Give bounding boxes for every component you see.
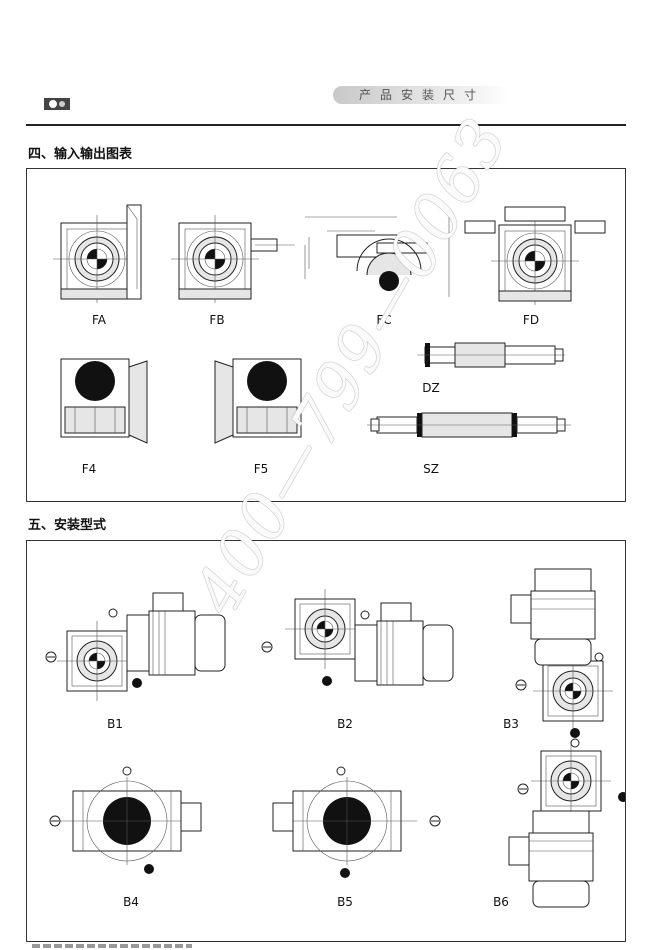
label-sz: SZ [423, 462, 439, 476]
io-chart-panel: FA FB FC FD F4 F5 DZ SZ [26, 168, 626, 502]
diagram-b4 [49, 766, 202, 874]
header-banner-text: 产品安装尺寸 [359, 88, 486, 102]
footer-dash [32, 944, 192, 948]
label-f4: F4 [81, 462, 97, 476]
label-f5: F5 [253, 462, 269, 476]
label-b3: B3 [503, 717, 519, 731]
section-title-mounting: 五、安装型式 [28, 518, 107, 533]
label-b6: B6 [493, 895, 509, 909]
label-b4: B4 [123, 895, 139, 909]
label-fa: FA [91, 313, 106, 327]
diagram-fc [304, 211, 450, 297]
header-rule [26, 124, 626, 126]
diagram-b5 [272, 766, 441, 878]
diagram-f4 [60, 358, 148, 444]
label-b2: B2 [337, 717, 353, 731]
label-fd: FD [522, 313, 540, 327]
company-logo-icon [44, 96, 70, 110]
diagram-b6 [508, 738, 628, 908]
io-chart-drawings [52, 204, 606, 444]
diagram-f5 [214, 358, 302, 444]
diagram-fb [170, 214, 295, 304]
diagram-fa [52, 204, 142, 304]
diagram-sz [367, 412, 571, 438]
diagram-b1 [45, 592, 226, 702]
diagram-b2 [261, 588, 454, 686]
diagram-dz [416, 342, 566, 368]
label-fb: FB [209, 313, 225, 327]
label-fc: FC [376, 313, 392, 327]
label-dz: DZ [422, 381, 440, 395]
label-b5: B5 [337, 895, 353, 909]
diagram-b3 [510, 568, 614, 738]
label-b1: B1 [107, 717, 123, 731]
section-title-io-chart: 四、输入输出图表 [28, 147, 133, 162]
mounting-panel: B1 B2 B3 B4 B5 B6 [26, 540, 628, 942]
diagram-fd [464, 206, 606, 306]
header-banner: 产品安装尺寸 [333, 86, 509, 104]
mounting-drawings [45, 568, 628, 908]
